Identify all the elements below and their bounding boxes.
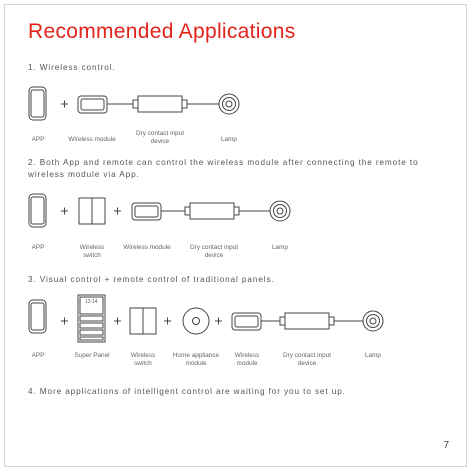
label-dry-contact: Dry contact input device (190, 244, 238, 259)
label-lamp: Lamp (221, 136, 237, 143)
label-wireless-module: Wireless module (123, 244, 171, 251)
label-app: APP (31, 244, 45, 251)
label-wireless-switch: Wireless switch (79, 244, 105, 259)
label-app: APP (31, 352, 45, 359)
label-home-appliance-module: Home appliance module (172, 352, 220, 367)
label-lamp: Lamp (272, 244, 288, 251)
section-2-label: 2. Both App and remote can control the w… (28, 158, 419, 179)
label-wireless-module: Wireless module (68, 136, 116, 143)
label-app: APP (31, 136, 45, 143)
section-4-label: 4. More applications of intelligent cont… (28, 387, 346, 396)
super-panel-clock: 13:14 (85, 299, 98, 305)
page-title: Recommended Applications (28, 20, 296, 43)
label-wireless-switch: Wireless switch (130, 352, 156, 367)
page-number: 7 (443, 440, 449, 451)
manual-page (4, 4, 467, 467)
label-wireless-module: Wireless module (234, 352, 260, 367)
label-dry-contact: Dry contact input device (283, 352, 331, 367)
section-3-label: 3. Visual control + remote control of tr… (28, 275, 275, 284)
label-lamp: Lamp (365, 352, 381, 359)
label-super-panel: Super Panel (74, 352, 110, 359)
label-dry-contact: Dry contact input device (136, 130, 184, 145)
section-1-label: 1. Wireless control. (28, 63, 116, 72)
